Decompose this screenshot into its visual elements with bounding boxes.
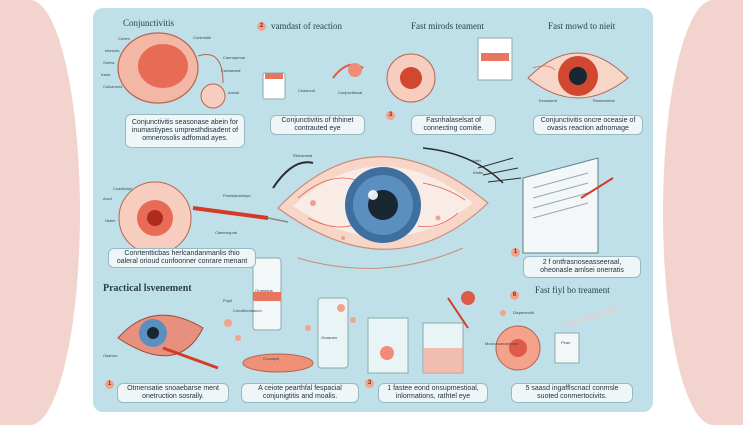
label-oral: Oasmor	[103, 353, 118, 358]
bottom-lab-illustrations	[242, 257, 619, 374]
label-pill: Dispemnolit	[513, 310, 534, 315]
left-decorative-blob	[0, 0, 80, 425]
heading-fast-treatment: Fast fiyl bo treament	[535, 285, 610, 295]
label-contamination: Contaemal	[221, 68, 241, 73]
label-rocm: Rsmeeartdo	[593, 98, 615, 103]
heading-fast-move: Fast mowd to nieit	[548, 21, 616, 31]
caption-conjunctivitis-treatment: 5 saasd ingafflscnacl conmsle suoted con…	[511, 383, 633, 403]
eye-anatomy-cross-section	[117, 314, 219, 370]
label-ntee: Nstee	[105, 218, 116, 223]
central-eye-illustration	[272, 147, 522, 269]
label-aorcl: Aorcl	[103, 196, 113, 201]
caption-conjunctivitis: Conjunctivitis seasonase abein for inuma…	[125, 114, 245, 148]
step-badge-3-bottom: 3	[365, 379, 374, 388]
label-sclera: Sclera	[103, 60, 115, 65]
heading-conjunctivitis: Conjunctivitis	[123, 18, 175, 28]
label-drop: Onasnen	[321, 335, 338, 340]
label-ampoule: Ceasionrt	[298, 88, 316, 93]
label-treatment: Tresotaent	[538, 98, 557, 103]
caption-obstruction: Otmensatie snoaebarse ment onetruction s…	[117, 383, 229, 403]
label-tube: Mocionuaeanyosta	[485, 341, 519, 346]
label-clinic: Clarernopral	[215, 230, 238, 235]
caption-information: 1 fastee eond onsupmestioal, inlormation…	[378, 383, 488, 403]
caption-conversation: Conrtentticbas herlcandanmanlis thio oal…	[108, 248, 256, 268]
caption-seasonal: 2 f ontfrasnoseasseeraal, oheonasle amls…	[523, 256, 641, 278]
eye-cross-section-illustration	[117, 32, 226, 109]
label-rack: Retusmeat	[293, 153, 313, 158]
label-lens: Cortenstle	[193, 35, 212, 40]
decorative-bubbles	[224, 304, 506, 341]
caption-facial: A ceiote pearthfal fespacial conjunigtit…	[241, 383, 359, 403]
label-cyst: Conjrseitional	[338, 90, 363, 95]
caption-reaction: Conjunctivitis oncre oceasie of ovasis r…	[533, 115, 643, 135]
red-eye-illustration	[527, 52, 629, 99]
label-eyelid: Ausial	[228, 90, 239, 95]
label-vein: Vein	[473, 158, 481, 163]
label-conjunctiva: Coloarnoid	[103, 84, 123, 89]
label-cortex: Cortex	[118, 36, 130, 41]
label-iris: Irssis	[101, 72, 111, 77]
label-pupil: Pupil	[223, 298, 232, 303]
step-badge-2: 2	[257, 22, 266, 31]
label-tear: Inbroctu	[105, 48, 120, 53]
label-stab: Coastidnpl	[113, 186, 132, 191]
lab-items-illustration	[262, 37, 513, 103]
right-decorative-blob	[663, 0, 743, 425]
infographic-panel: Conjunctivitis 2 vamdast of reaction Fas…	[93, 8, 653, 412]
step-badge-3: 3	[386, 111, 395, 120]
label-jar: Crooapst	[263, 356, 280, 361]
caption-connecting: Fasnhalaselsat of connecting comitie.	[411, 115, 496, 135]
step-badge-1-bottom: 1	[105, 380, 114, 389]
infected-eye-illustration	[118, 181, 289, 255]
infographic-artwork	[117, 32, 629, 374]
label-fl: Fearsiartosiepe	[223, 193, 251, 198]
label-bottle: Oralastcis	[255, 288, 273, 293]
caption-contaminated-eye: Conjunctivitis of thhinet contrauted eye	[270, 115, 365, 135]
label-paste: Pearl	[561, 340, 571, 345]
label-cornea: Caoneprmal	[223, 55, 245, 60]
step-badge-1-right: 1	[511, 248, 520, 257]
label-iris-callout: Irtalia	[473, 170, 483, 175]
label-conditioning: Conditionisanon	[233, 308, 262, 313]
heading-fast-methods: Fast mirods teament	[411, 21, 484, 31]
clipboard-illustration	[522, 157, 614, 254]
heading-practical: Practical lsvenement	[103, 283, 192, 294]
step-badge-6: 6	[510, 291, 519, 300]
heading-reaction: vamdast of reaction	[271, 21, 342, 31]
